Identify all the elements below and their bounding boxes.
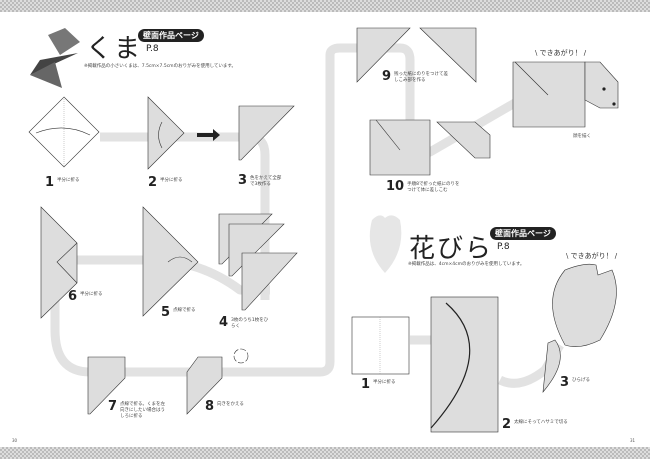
kuma-note: ※掲載作品の小さいくまは、7.5cm×7.5cmのおりがみを使用しています。	[84, 64, 236, 69]
kuma-finished-label: \ できあがり！ /	[535, 49, 587, 57]
petal-page-reference: P.8	[497, 242, 510, 252]
bottom-border	[0, 447, 650, 459]
petal-finished-label: \ できあがり！ /	[566, 252, 618, 260]
bear-icon	[30, 28, 80, 88]
petal-title: 花びら	[409, 234, 494, 264]
face-note: 顔を描く	[573, 134, 591, 139]
top-border	[0, 0, 650, 12]
page-reference: P.8	[146, 44, 159, 54]
page-number-left: 30	[12, 438, 18, 443]
wall-work-badge[interactable]: 壁面作品ページ	[138, 29, 204, 42]
wall-work-badge-petal[interactable]: 壁面作品ページ	[490, 227, 556, 240]
page-number-right: 31	[630, 438, 636, 443]
kuma-title: くま	[86, 34, 143, 64]
petal-note: ※掲載作品は、4cm×4cmのおりがみを使用しています。	[408, 262, 525, 267]
